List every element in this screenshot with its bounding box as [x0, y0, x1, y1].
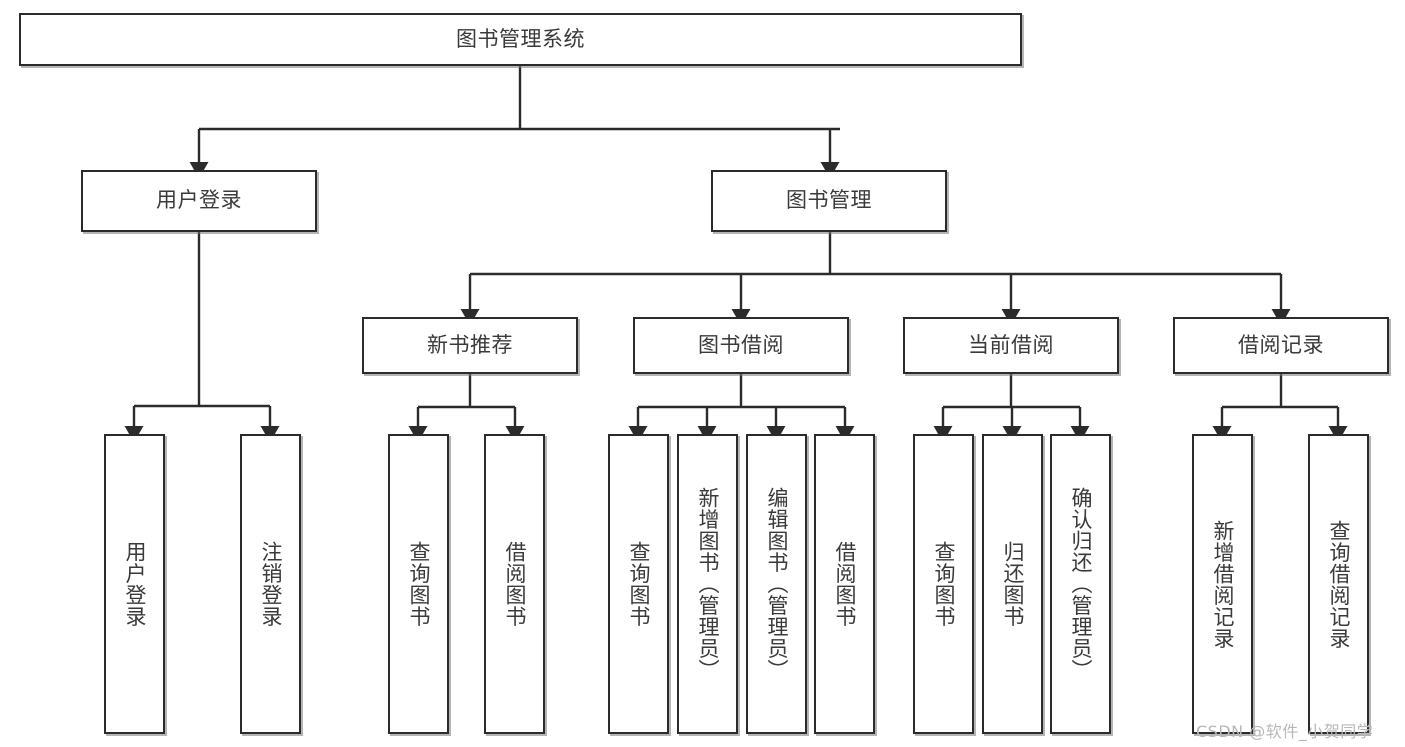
- node-label: 图书管理: [786, 188, 872, 213]
- node-label: 图书管理系统: [456, 26, 585, 51]
- node-leaf-add-record[interactable]: 新增借阅记录: [1192, 434, 1253, 734]
- node-leaf-add-book[interactable]: 新增图书（管理员）: [677, 434, 738, 734]
- node-label: 新增图书（管理员）: [695, 487, 720, 681]
- node-label: 注销登录: [258, 541, 283, 627]
- node-label: 查询图书: [626, 541, 651, 627]
- node-label: 用户登录: [122, 541, 147, 627]
- node-leaf-return-book[interactable]: 归还图书: [982, 434, 1043, 734]
- node-label: 新增借阅记录: [1210, 519, 1235, 649]
- node-leaf-logout[interactable]: 注销登录: [240, 434, 301, 734]
- node-label: 归还图书: [1000, 541, 1025, 627]
- node-leaf-edit-book[interactable]: 编辑图书（管理员）: [746, 434, 807, 734]
- node-borrow-record[interactable]: 借阅记录: [1173, 317, 1389, 374]
- node-label: 借阅图书: [832, 541, 857, 627]
- node-leaf-query-book-3[interactable]: 查询图书: [913, 434, 974, 734]
- node-new-book-rec[interactable]: 新书推荐: [362, 317, 578, 374]
- node-label: 借阅记录: [1238, 332, 1324, 357]
- node-leaf-confirm-return[interactable]: 确认归还（管理员）: [1050, 434, 1111, 734]
- watermark-label: CSDN @软件_小贺同学: [1196, 722, 1374, 741]
- node-leaf-user-login[interactable]: 用户登录: [104, 434, 165, 734]
- node-book-borrow[interactable]: 图书借阅: [633, 317, 849, 374]
- node-label: 新书推荐: [427, 332, 513, 357]
- node-label: 确认归还（管理员）: [1068, 487, 1093, 681]
- node-label: 图书借阅: [698, 332, 784, 357]
- node-leaf-borrow-book-2[interactable]: 借阅图书: [814, 434, 875, 734]
- node-root[interactable]: 图书管理系统: [19, 13, 1022, 66]
- node-leaf-query-book-2[interactable]: 查询图书: [608, 434, 669, 734]
- node-label: 编辑图书（管理员）: [764, 487, 789, 681]
- node-label: 借阅图书: [502, 541, 527, 627]
- connectors: [124, 66, 1348, 443]
- node-leaf-borrow-book-1[interactable]: 借阅图书: [484, 434, 545, 734]
- node-leaf-query-book-1[interactable]: 查询图书: [388, 434, 449, 734]
- node-current-borrow[interactable]: 当前借阅: [903, 317, 1119, 374]
- node-book-manage[interactable]: 图书管理: [711, 170, 947, 232]
- node-leaf-query-record[interactable]: 查询借阅记录: [1308, 434, 1369, 734]
- node-label: 查询借阅记录: [1326, 519, 1351, 649]
- node-user-login[interactable]: 用户登录: [81, 170, 317, 232]
- node-label: 查询图书: [931, 541, 956, 627]
- node-label: 用户登录: [156, 188, 242, 213]
- node-label: 当前借阅: [968, 332, 1054, 357]
- node-label: 查询图书: [406, 541, 431, 627]
